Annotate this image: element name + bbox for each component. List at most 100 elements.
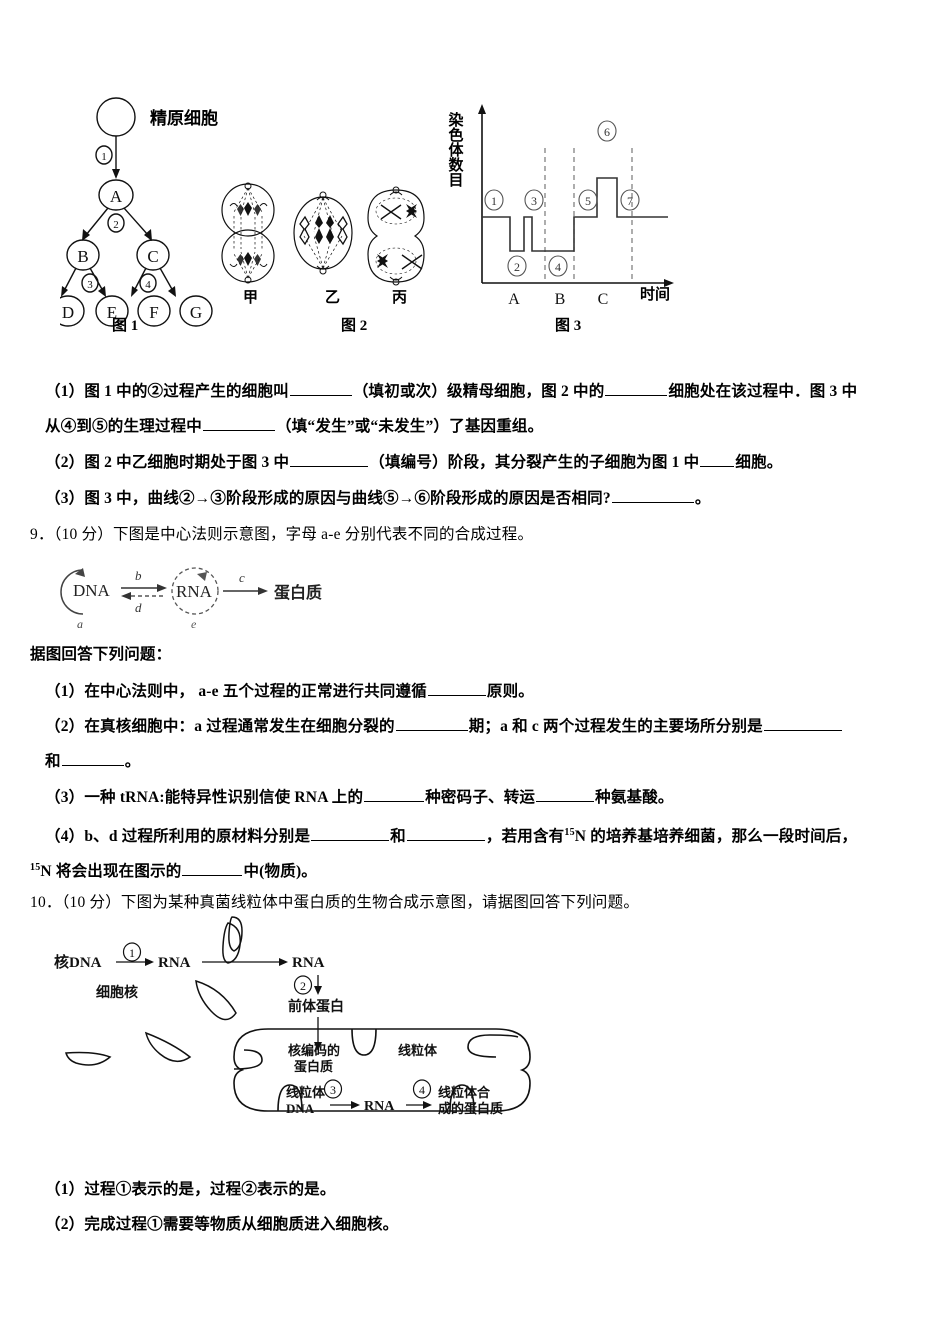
cdogma-label-d: d: [135, 600, 142, 615]
mito-mito-dna-line1: 线粒体: [286, 1085, 326, 1100]
fig1-node-D: D: [62, 303, 74, 322]
q9-p2-d: 。: [124, 753, 141, 770]
q9-blank-5[interactable]: [364, 787, 425, 802]
fig1-step-4: 4: [145, 279, 151, 291]
q9-p3-b: 种密码子、转运: [425, 789, 536, 806]
q9-blank-1[interactable]: [427, 681, 486, 696]
fig3-stage-C: C: [598, 291, 609, 308]
cdogma-label-c: c: [239, 570, 245, 585]
q8-blank-1[interactable]: [289, 381, 352, 396]
mito-nuclear-encoded-protein-line2: 蛋白质: [294, 1059, 333, 1074]
cdogma-label-a: a: [77, 617, 83, 630]
q8-p3-c: 细胞。: [735, 454, 783, 471]
q9-blank-4[interactable]: [61, 751, 124, 766]
fig2-cell-label-2: 丙: [392, 290, 408, 306]
fig3-point-1: 1: [491, 194, 497, 208]
fig3-point-6: 6: [604, 125, 610, 139]
mito-mito-protein-line2: 成的蛋白质: [438, 1101, 503, 1116]
mito-rna-text-2: RNA: [292, 955, 325, 971]
cdogma-protein-text: 蛋白质: [274, 583, 322, 602]
q10-part2: （2）完成过程①需要等物质从细胞质进入细胞核。: [45, 1216, 399, 1233]
cdogma-rna-text: RNA: [176, 582, 213, 601]
q9-p4-d: N 的培养基培养细菌，那么一段时间后，: [574, 828, 858, 846]
q8-part3: （3）图 3 中，曲线②→③阶段形成的原因与曲线⑤→⑥阶段形成的原因是否相同? 。: [45, 488, 711, 509]
q8-p1-c: 细胞处在该过程中．图 3 中: [668, 383, 858, 400]
q9-blank-3[interactable]: [763, 716, 842, 731]
fig2-cell-label-1: 乙: [325, 290, 341, 306]
q8-blank-2[interactable]: [605, 381, 668, 396]
fig3-point-4: 4: [555, 260, 561, 274]
q10-mitochondria-diagram: 核DNA 1 RNA RNA 2: [50, 905, 590, 1175]
figure-3-chromosome-chart: 1 2 3 4 5 6 7 A B C: [440, 100, 700, 340]
q9-p4-c: ，若用含有: [485, 828, 565, 846]
q8-p2-b: （填“发生”或“未发生”）了基因重组。: [276, 418, 544, 435]
fig3-point-7: 7: [627, 194, 633, 208]
fig1-node-E: E: [107, 303, 117, 322]
mito-step-4: 4: [419, 1083, 425, 1097]
q9-lead: 据图回答下列问题：: [30, 646, 172, 663]
cdogma-label-b: b: [135, 568, 142, 583]
q9-p3-c: 种氨基酸。: [595, 789, 674, 806]
q9-part3: （3）一种 tRNA:能特异性识别信使 RNA 上的 种密码子、转运 种氨基酸。: [45, 787, 674, 808]
fig3-point-2: 2: [514, 260, 520, 274]
q9-blank-8[interactable]: [406, 826, 485, 842]
q9-p2-a: （2）在真核细胞中：a 过程通常发生在细胞分裂的: [45, 718, 395, 735]
q9-p4-a: （4）b、d 过程所利用的原材料分别是: [45, 828, 311, 846]
mito-nuclear-dna-text: 核DNA: [54, 953, 102, 971]
cdogma-dna-text: DNA: [73, 581, 111, 600]
mito-precursor-protein-text: 前体蛋白: [288, 998, 344, 1015]
fig3-point-3: 3: [531, 194, 537, 208]
mito-rna-text-1: RNA: [158, 955, 191, 971]
q9-isotope-1: 15: [564, 827, 575, 838]
q8-blank-4[interactable]: [290, 452, 369, 467]
mito-mito-dna-line2: DNA: [286, 1101, 315, 1116]
q9-blank-2[interactable]: [395, 716, 468, 731]
q9-part2-line2: 和。: [45, 751, 140, 772]
q8-blank-5[interactable]: [700, 452, 735, 467]
q8-blank-3[interactable]: [203, 416, 276, 431]
fig1-node-B: B: [77, 247, 88, 266]
q9-stem: 9．（10 分）下图是中心法则示意图，字母 a-e 分别代表不同的合成过程。: [30, 526, 534, 543]
q9-part4-line2: 15N 将会出现在图示的中(物质)。: [30, 858, 317, 882]
q9-part2-line1: （2）在真核细胞中：a 过程通常发生在细胞分裂的 期；a 和 c 两个过程发生的主…: [45, 716, 843, 737]
q9-central-dogma-diagram: a DNA b d e RNA: [55, 558, 355, 630]
q8-p1-b: （填初或次）级精母细胞，图 2 中的: [352, 383, 605, 400]
fig1-node-A: A: [110, 187, 123, 206]
mito-nucleus-text: 细胞核: [96, 984, 138, 1001]
fig1-node-F: F: [149, 303, 158, 322]
cdogma-label-e: e: [191, 617, 197, 630]
q8-p1-a: （1）图 1 中的②过程产生的细胞叫: [45, 383, 289, 400]
mito-mitochondrion-text: 线粒体: [398, 1043, 438, 1058]
fig3-y-axis-label: 染色体数目: [446, 112, 463, 187]
q9-p3-a: （3）一种 tRNA:能特异性识别信使 RNA 上的: [45, 789, 364, 806]
fig3-x-axis-label: 时间: [640, 287, 671, 303]
q8-p3-b: （填编号）阶段，其分裂产生的子细胞为图 1 中: [369, 454, 700, 471]
fig2-cell-label-0: 甲: [243, 290, 259, 306]
mito-mito-protein-line1: 线粒体合: [438, 1085, 491, 1100]
q8-p4-b: 。: [694, 490, 711, 507]
figure-2-dividing-cells: [218, 178, 433, 328]
q9-p1-b: 原则。: [486, 683, 535, 700]
q9-blank-6[interactable]: [536, 787, 595, 802]
fig3-stage-B: B: [555, 291, 566, 308]
fig1-top-label: 精原细胞: [150, 109, 218, 128]
fig1-step-3: 3: [87, 279, 93, 291]
q8-p4-a: （3）图 3 中，曲线②→③阶段形成的原因与曲线⑤→⑥阶段形成的原因是否相同?: [45, 490, 611, 507]
figure-1-cell-lineage: A B C D E F G 1 2 3 4: [60, 95, 235, 335]
fig2-caption: 图 2: [341, 318, 368, 334]
q9-blank-9[interactable]: [182, 861, 243, 877]
q9-isotope-2: 15: [30, 862, 41, 873]
q9-blank-7[interactable]: [311, 826, 390, 842]
q9-p2-b: 期；a 和 c 两个过程发生的主要场所分别是: [468, 718, 763, 735]
fig3-stage-A: A: [508, 291, 520, 308]
q8-blank-6[interactable]: [611, 488, 694, 503]
q10-part1: （1）过程①表示的是，过程②表示的是。: [45, 1181, 336, 1198]
q9-p1-a: （1）在中心法则中， a-e 五个过程的正常进行共同遵循: [45, 683, 427, 700]
fig3-caption: 图 3: [555, 318, 582, 334]
fig1-caption: 图 1: [112, 318, 139, 334]
fig1-node-G: G: [190, 303, 202, 322]
mito-rna-text-3: RNA: [364, 1099, 395, 1114]
fig1-step-1: 1: [101, 151, 107, 163]
mito-step-3: 3: [330, 1083, 336, 1097]
